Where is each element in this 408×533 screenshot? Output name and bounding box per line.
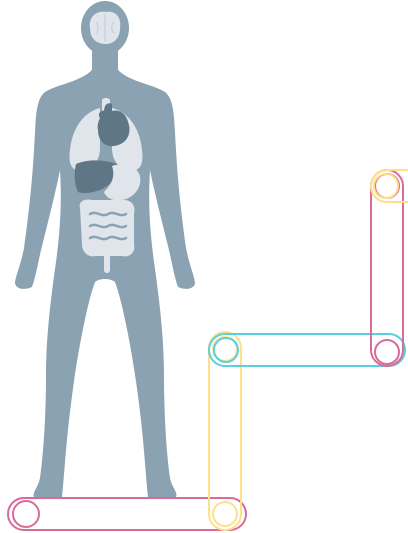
pipe-connector-icon — [8, 498, 246, 530]
brain-icon — [90, 12, 121, 44]
